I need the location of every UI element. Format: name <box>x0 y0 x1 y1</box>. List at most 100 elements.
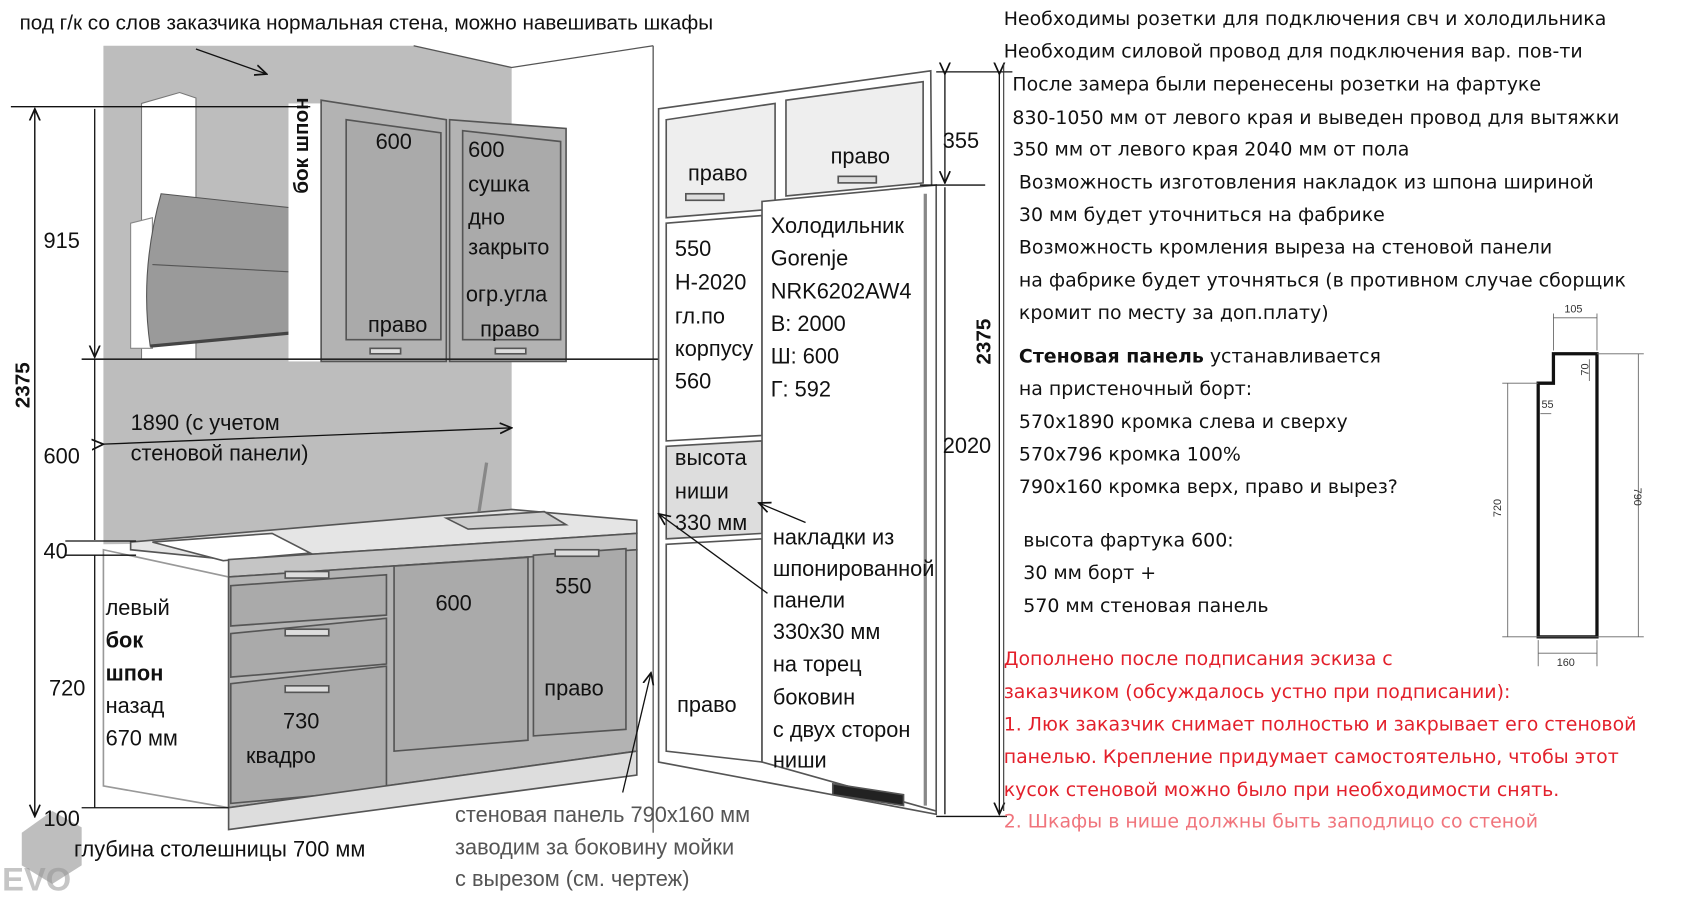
apron-height-line: 570 мм стеновая панель <box>1023 595 1269 618</box>
fridge-text: Г: 592 <box>770 377 831 402</box>
apron-height-line: высота фартука 600: <box>1023 530 1234 552</box>
top-note: под г/к со слов заказчика нормальная сте… <box>19 11 714 35</box>
note-line: Возможность изготовления накладок из шпо… <box>1018 171 1594 194</box>
left-dimensions <box>10 48 512 816</box>
tall-top-right-hinge: право <box>830 144 891 169</box>
profile-bottom: 160 <box>1556 657 1575 670</box>
profile-step-h: 70 <box>1579 363 1592 376</box>
note-line: Возможность кромления выреза на стеновой… <box>1018 237 1553 260</box>
veneer-side-panel <box>288 103 322 362</box>
dim-total-left: 2375 <box>11 362 35 409</box>
niche-text: 330 мм <box>674 511 748 536</box>
hood-side-label: бок шпон <box>290 97 314 194</box>
note-line: на фабрике будет уточняться (в противном… <box>1018 269 1626 292</box>
veneer-note: шпонированной <box>772 557 935 582</box>
veneer-note: боковин <box>772 685 856 710</box>
panel-spec-title-rest: устанавливается <box>1203 346 1381 368</box>
dim-total-right: 2375 <box>973 318 997 365</box>
note-line: Необходимы розетки для подключения свч и… <box>1003 8 1607 31</box>
left-side-text: шпон <box>105 661 164 686</box>
oven-column-text: 560 <box>674 370 712 395</box>
veneer-note: ниши <box>772 748 827 773</box>
fridge-text: Холодильник <box>770 214 904 239</box>
panel-spec-line: на пристеночный борт: <box>1018 378 1253 401</box>
left-side-text: 670 мм <box>105 727 178 752</box>
upper-cab-2-note: дно <box>468 205 505 230</box>
upper-cabinets <box>320 99 567 363</box>
tall-bottom-hinge: право <box>677 693 737 718</box>
left-side-text: бок <box>105 629 144 654</box>
base-cabinets <box>102 462 638 831</box>
watermark-text: EVO <box>2 862 72 899</box>
note-line: кромит по месту за доп.плату) <box>1018 302 1329 325</box>
veneer-note: на торец <box>772 653 862 678</box>
addendum-line: 2. Шкафы в нише должны быть заподлицо со… <box>1003 811 1539 833</box>
right-dimensions <box>622 72 1013 818</box>
wall-panel-note: заводим за боковину мойки <box>455 836 735 860</box>
apron-width: 1890 (с учетом <box>130 411 280 436</box>
dim-apron: 600 <box>43 445 80 470</box>
profile-step-w: 55 <box>1541 399 1554 412</box>
veneer-note: с двух сторон <box>772 718 911 743</box>
fridge-text: Gorenje <box>770 247 849 272</box>
drawers-width: 730 <box>283 709 320 734</box>
profile-left-h: 720 <box>1492 498 1505 518</box>
oven-column-text: корпусу <box>674 337 754 362</box>
veneer-note: накладки из <box>772 525 895 550</box>
dim-counter: 40 <box>43 539 68 564</box>
upper-cab-2-hinge: право <box>480 317 540 342</box>
tall-unit <box>657 69 938 816</box>
drawers-type: квадро <box>246 744 316 769</box>
apron-height-line: 30 мм борт + <box>1023 562 1157 585</box>
watermark-logo <box>21 811 82 884</box>
dishwasher-width: 600 <box>435 592 472 617</box>
door-hinge: право <box>544 677 604 702</box>
upper-cab-2-note: огр.угла <box>465 283 548 307</box>
dim-base: 720 <box>48 677 86 702</box>
addendum-line: заказчиком (обсуждалось устно при подпис… <box>1003 681 1511 704</box>
fridge-text: NRK6202AW4 <box>770 279 912 304</box>
counter-depth: глубина столешницы 700 мм <box>74 838 366 863</box>
addendum-line: 1. Люк заказчик снимает полностью и закр… <box>1003 714 1637 736</box>
panel-spec-title: Стеновая панель устанавливается <box>1019 348 1381 367</box>
upper-cab-2-width: 600 <box>468 138 505 163</box>
range-hood <box>130 91 304 360</box>
tall-top-left-hinge: право <box>687 162 748 187</box>
dim-upper: 915 <box>43 229 80 254</box>
panel-spec-title-bold: Стеновая панель <box>1018 346 1204 368</box>
upper-cab-1-hinge: право <box>367 313 428 338</box>
niche-text: высота <box>674 446 747 471</box>
dim-plinth: 100 <box>43 807 80 832</box>
note-line: 350 мм от левого края 2040 мм от пола <box>1012 139 1410 162</box>
upper-cab-2-note: сушка <box>468 173 530 198</box>
fridge-text: В: 2000 <box>770 312 846 337</box>
upper-cab-1-width: 600 <box>375 130 412 155</box>
note-line: Необходим силовой провод для подключения… <box>1003 41 1583 64</box>
left-side-text: левый <box>105 596 170 621</box>
oven-column-text: гл.по <box>674 304 726 329</box>
addendum-line: кусок стеновой можно было при необходимо… <box>1003 779 1560 802</box>
oven-column-text: Н-2020 <box>674 271 747 296</box>
wall-panel-note: с вырезом (см. чертеж) <box>455 867 690 892</box>
addendum-line: Дополнено после подписания эскиза с <box>1003 648 1393 671</box>
note-line: 30 мм будет уточниться на фабрике <box>1018 204 1385 227</box>
panel-spec-line: 570х1890 кромка слева и сверху <box>1018 411 1348 434</box>
addendum-line: панелью. Крепление придумает самостоятел… <box>1003 746 1619 769</box>
fridge-text: Ш: 600 <box>770 345 840 370</box>
niche-text: ниши <box>674 480 729 505</box>
dim-column: 2020 <box>942 434 992 459</box>
oven-column-text: 550 <box>674 237 712 262</box>
veneer-note: панели <box>772 588 846 613</box>
dim-top: 355 <box>942 129 980 154</box>
wall-panel-profile-drawing <box>1502 313 1644 667</box>
veneer-note: 330х30 мм <box>772 620 881 645</box>
left-side-text: назад <box>105 694 165 719</box>
panel-spec-line: 790х160 кромка верх, право и вырез? <box>1018 476 1398 499</box>
panel-spec-line: 570х796 кромка 100% <box>1018 444 1241 466</box>
note-line: 830-1050 мм от левого края и выведен про… <box>1012 107 1620 130</box>
profile-top: 105 <box>1564 303 1583 316</box>
wall-panel-note: стеновая панель 790х160 мм <box>455 803 751 828</box>
upper-cab-2-note: закрыто <box>468 236 550 261</box>
